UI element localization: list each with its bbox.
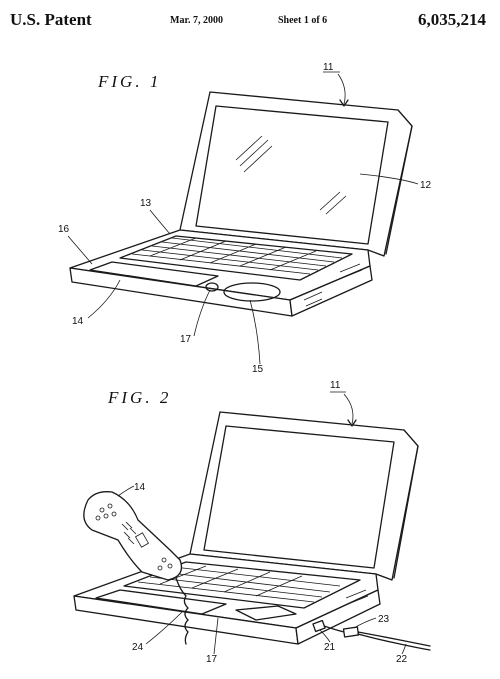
fig1-references: 11 12 13 16 14 17 15 — [58, 62, 432, 375]
fig1-label: FIG. 1 — [98, 72, 162, 91]
patent-header-title: U.S. Patent — [10, 10, 92, 29]
fig2-ref-11: 11 — [330, 380, 341, 391]
patent-number: 6,035,214 — [418, 10, 486, 29]
fig1-laptop-drawing — [69, 91, 413, 317]
fig1-ref-13: 13 — [140, 198, 152, 209]
fig1-ref-15: 15 — [252, 364, 264, 375]
fig2-ref-21: 21 — [324, 642, 336, 653]
fig2-ref-22: 22 — [396, 654, 408, 665]
fig2-ref-23: 23 — [378, 614, 390, 625]
fig1-ref-12: 12 — [420, 180, 432, 191]
fig2-ref-17: 17 — [206, 654, 218, 665]
fig2-handset-drawing — [83, 491, 189, 645]
fig1-ref-16: 16 — [58, 224, 70, 235]
fig1-ref-14: 14 — [72, 316, 84, 327]
patent-date: Mar. 7, 2000 — [170, 15, 223, 26]
fig1-ref-11: 11 — [323, 62, 334, 73]
fig2-ref-24: 24 — [132, 642, 144, 653]
fig2-ref-14: 14 — [134, 482, 146, 493]
fig2-label: FIG. 2 — [108, 388, 172, 407]
fig2-references: 11 14 24 17 21 23 22 — [117, 380, 408, 665]
fig1-ref-17: 17 — [180, 334, 192, 345]
fig2-cable-drawing — [323, 625, 431, 651]
sheet-number: Sheet 1 of 6 — [278, 15, 328, 26]
